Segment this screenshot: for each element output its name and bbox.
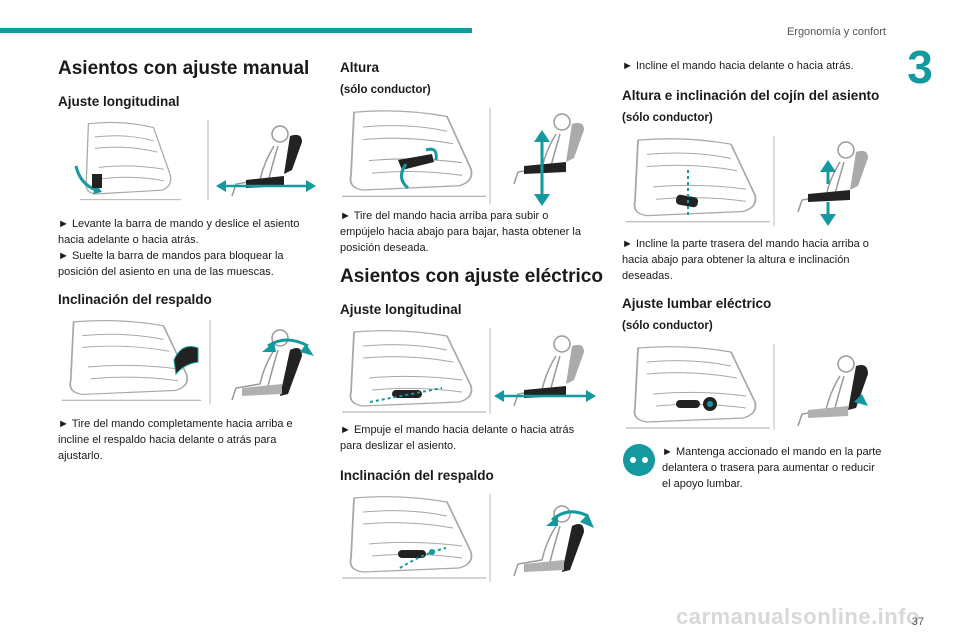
section-heading-electric-seats: Asientos con ajuste eléctrico xyxy=(340,266,603,287)
figure-manual-height xyxy=(342,106,598,206)
arrow-icon xyxy=(854,394,868,406)
figure-manual-backrest xyxy=(62,316,316,406)
arrow-down-icon xyxy=(820,214,836,226)
seat-sketch-illustration xyxy=(342,329,487,413)
curved-arrow-icon xyxy=(267,338,309,348)
subheading-longitudinal-manual: Ajuste longitudinal xyxy=(58,94,180,109)
seat-sketch-illustration xyxy=(342,110,487,198)
instruction-text: ► Tire del mando hacia arriba para subir… xyxy=(340,210,581,254)
note-driver-only: (sólo conductor) xyxy=(622,112,713,124)
note-driver-only: (sólo conductor) xyxy=(340,84,431,96)
person-seated-icon xyxy=(513,113,584,185)
arrow-up-icon xyxy=(820,160,836,172)
person-seated-icon xyxy=(231,329,302,401)
section-title: Ergonomía y confort xyxy=(786,26,886,38)
curved-arrow-icon xyxy=(551,510,589,522)
watermark-text: carmanualsonline.info xyxy=(676,604,920,629)
instruction-text: ► Incline el mando hacia delante o hacia… xyxy=(622,60,854,72)
curved-arrow-icon xyxy=(400,163,410,190)
instruction-text: ► Incline la parte trasera del mando hac… xyxy=(622,238,869,282)
subheading-longitudinal-electric: Ajuste longitudinal xyxy=(340,302,462,317)
section-heading-manual-seats: Asientos con ajuste manual xyxy=(58,58,310,79)
instruction-text: ► Empuje el mando hacia delante o hacia … xyxy=(340,424,575,452)
subheading-backrest-manual: Inclinación del respaldo xyxy=(58,292,212,307)
figure-electric-backrest xyxy=(342,492,598,584)
subheading-lumbar: Ajuste lumbar eléctrico xyxy=(622,296,772,311)
seat-sketch-illustration xyxy=(342,495,487,579)
figure-cushion-height xyxy=(626,134,882,228)
dashed-arrow-icon xyxy=(399,547,447,569)
figure-manual-longitudinal xyxy=(66,118,316,202)
subheading-cushion: Altura e inclinación del cojín del asien… xyxy=(622,88,880,103)
person-seated-icon xyxy=(797,141,868,213)
instruction-text: ► Suelte la barra de mandos para bloquea… xyxy=(58,250,284,278)
person-seated-icon xyxy=(797,355,868,427)
header-accent-bar xyxy=(0,28,472,33)
instruction-text: ► Levante la barra de mando y deslice el… xyxy=(58,218,300,246)
seat-sketch-illustration xyxy=(626,345,771,429)
seat-sketch-illustration xyxy=(626,137,771,223)
note-driver-only: (sólo conductor) xyxy=(622,320,713,332)
chapter-number: 3 xyxy=(907,41,933,93)
page-number: 37 xyxy=(911,616,924,628)
figure-lumbar xyxy=(626,342,882,432)
dashed-arrow-icon xyxy=(369,387,443,403)
subheading-height: Altura xyxy=(340,60,380,75)
person-seated-icon xyxy=(513,505,584,577)
lumbar-control-icon xyxy=(622,443,656,477)
instruction-text-lumbar-part1: ► Mantenga accionado el mando en la part… xyxy=(662,446,882,490)
subheading-backrest-electric: Inclinación del respaldo xyxy=(340,468,494,483)
instruction-text: ► Tire del mando completamente hacia arr… xyxy=(58,418,293,462)
curved-arrow-icon xyxy=(74,165,97,192)
figure-electric-longitudinal xyxy=(342,326,598,416)
